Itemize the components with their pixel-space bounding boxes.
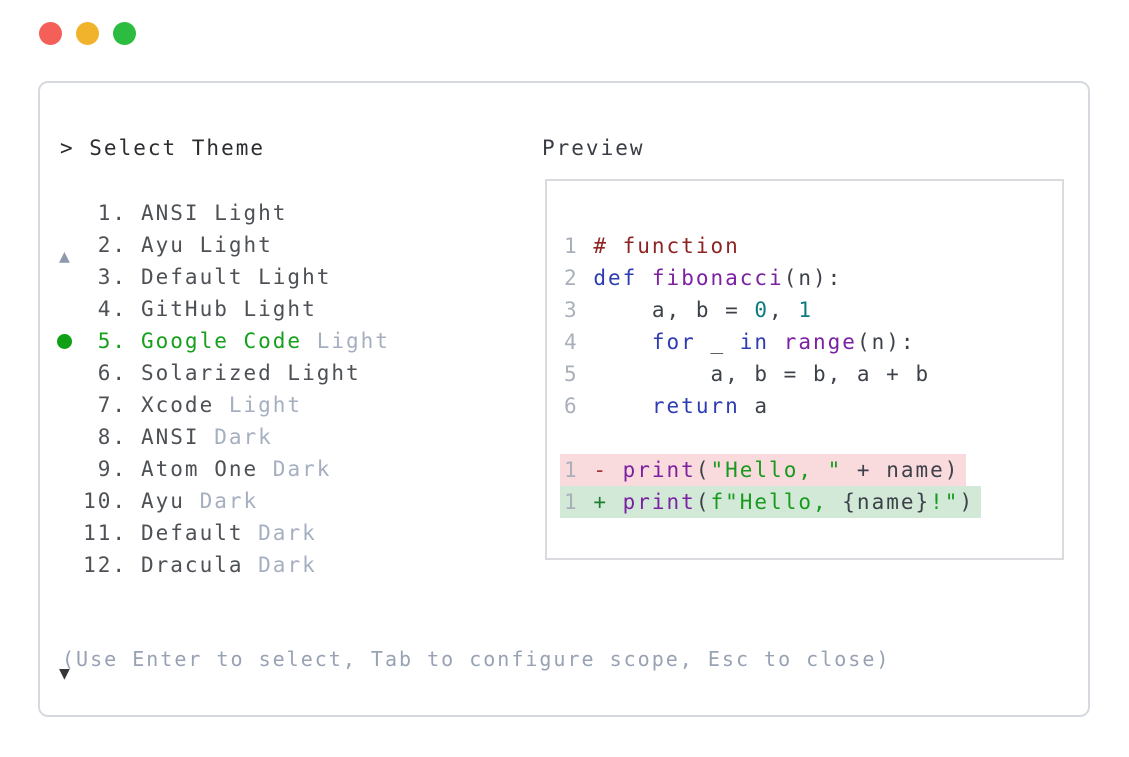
code-line-diff-added: 1 + print(f"Hello, {name}!") [560,486,982,518]
theme-name: Dracula Dark [141,553,317,577]
theme-number: 8. [97,425,127,449]
code-lines: 1 # function 2 def fibonacci(n): 3 a, b = … [560,230,982,518]
theme-item[interactable]: 11. Default Dark [40,517,530,549]
theme-number: 4. [97,297,127,321]
theme-picker-dialog: > Select Theme ▲ 1. ANSI Light 2. Ayu Light… [38,81,1090,717]
line-number: 1 [564,458,579,482]
code-line: 4 for _ in range(n): [564,330,916,354]
theme-item[interactable]: 5. Google Code Light [40,325,530,357]
theme-name: Solarized Light [141,361,361,385]
theme-number: 9. [97,457,127,481]
theme-item[interactable]: 8. ANSI Dark [40,421,530,453]
code-line [564,422,981,454]
line-number: 3 [564,298,579,322]
theme-name: ANSI Dark [141,425,273,449]
line-number: 1 [564,490,579,514]
theme-name: Ayu Dark [141,489,259,513]
theme-item[interactable]: 7. Xcode Light [40,389,530,421]
code-line: 2 def fibonacci(n): [564,266,843,290]
theme-number: 3. [97,265,127,289]
theme-item[interactable]: 6. Solarized Light [40,357,530,389]
code-line: 1 # function [564,234,740,258]
code-line: 6 return a [564,394,770,418]
theme-item[interactable]: 10. Ayu Dark [40,485,530,517]
theme-number: 12. [83,553,127,577]
theme-item[interactable]: 1. ANSI Light [40,197,530,229]
selected-dot [57,333,72,349]
theme-item[interactable]: 3. Default Light [40,261,530,293]
line-number: 1 [564,234,579,258]
minimize-button[interactable] [76,22,99,45]
theme-name: Default Dark [141,521,317,545]
theme-name: Google Code Light [141,329,390,353]
close-button[interactable] [39,22,62,45]
preview-label: Preview [542,136,645,160]
selected-dot-icon [57,333,77,349]
help-text: (Use Enter to select, Tab to configure s… [62,647,891,671]
theme-number: 11. [83,521,127,545]
theme-name: Ayu Light [141,233,273,257]
theme-number: 1. [97,201,127,225]
scroll-down-icon[interactable]: ▼ [59,663,72,684]
code-line: 3 a, b = 0, 1 [564,298,813,322]
select-theme-prompt: > Select Theme [60,136,266,160]
theme-name: ANSI Light [141,201,288,225]
theme-item[interactable]: 9. Atom One Dark [40,453,530,485]
window-controls [39,22,136,45]
code-line-diff-removed: 1 - print("Hello, " + name) [560,454,981,486]
preview-code-box: 1 # function 2 def fibonacci(n): 3 a, b = … [545,179,1064,560]
theme-number: 2. [97,233,127,257]
theme-number: 10. [83,489,127,513]
line-number: 5 [564,362,579,386]
line-number: 2 [564,266,579,290]
theme-number: 6. [97,361,127,385]
theme-name: GitHub Light [141,297,317,321]
theme-number: 5. [97,329,127,353]
theme-item[interactable]: 12. Dracula Dark [40,549,530,581]
theme-name: Default Light [141,265,332,289]
maximize-button[interactable] [113,22,136,45]
theme-item[interactable]: 4. GitHub Light [40,293,530,325]
theme-item[interactable]: 2. Ayu Light [40,229,530,261]
theme-name: Xcode Light [141,393,303,417]
theme-number: 7. [97,393,127,417]
theme-list: 1. ANSI Light 2. Ayu Light 3. Default Light 4.… [40,197,530,581]
line-number: 6 [564,394,579,418]
line-number: 4 [564,330,579,354]
code-line: 5 a, b = b, a + b [564,362,931,386]
theme-name: Atom One Dark [141,457,332,481]
scroll-up-icon[interactable]: ▲ [59,246,72,267]
